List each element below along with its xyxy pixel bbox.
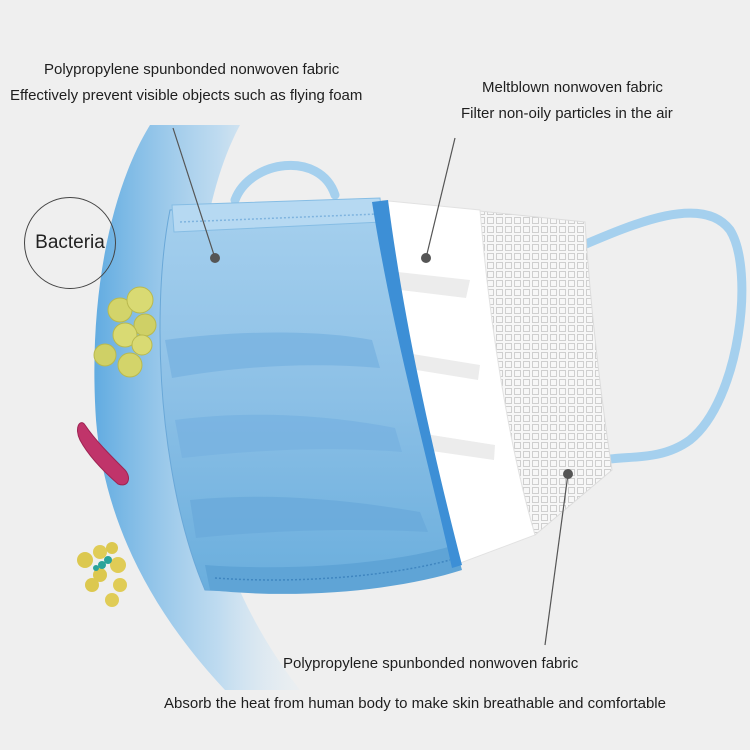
right-ear-loop (555, 208, 747, 465)
small-bacteria-cluster (77, 542, 127, 607)
protection-shield (94, 125, 300, 690)
yellow-bacteria-cluster (93, 286, 157, 378)
middle-layer-desc: Filter non-oily particles in the air (461, 105, 673, 122)
top-ear-loop (230, 160, 340, 205)
outer-layer-leader (172, 127, 216, 259)
outer-layer-title: Polypropylene spunbonded nonwoven fabric (44, 61, 340, 78)
bacteria-label: Bacteria (35, 232, 105, 253)
middle-layer-leader (425, 137, 456, 259)
bacteria-label-circle: Bacteria (24, 197, 116, 289)
middle-layer-title: Meltblown nonwoven fabric (482, 79, 663, 96)
inner-layer-title: Polypropylene spunbonded nonwoven fabric (283, 655, 579, 672)
pink-bacteria (77, 422, 129, 486)
inner-layer-leader (544, 473, 569, 646)
inner-layer-desc: Absorb the heat from human body to make … (164, 695, 666, 712)
outer-layer-desc: Effectively prevent visible objects such… (10, 87, 363, 104)
